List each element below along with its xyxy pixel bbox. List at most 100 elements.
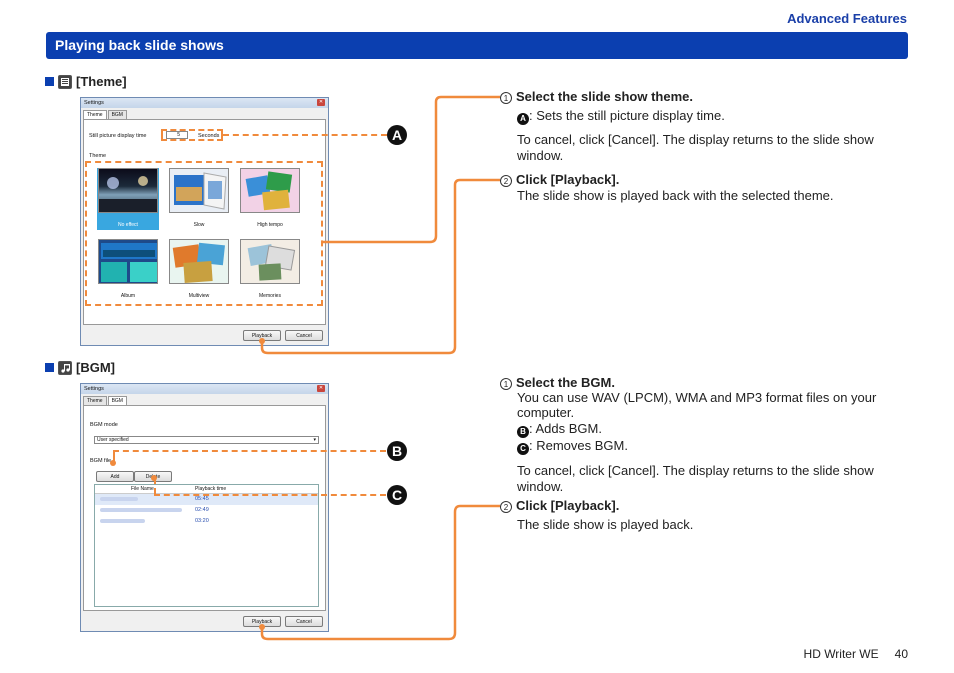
- photo-collage-image: [245, 171, 293, 211]
- bgm-file-label: BGM file: [90, 458, 112, 464]
- marker-b-icon: B: [517, 426, 529, 438]
- add-button[interactable]: Add: [96, 471, 134, 482]
- dialog-titlebar: Settings ✕: [81, 98, 328, 108]
- theme-thumbnail: [169, 168, 229, 213]
- table-row[interactable]: 03:20: [95, 516, 318, 527]
- step-number: 2: [500, 175, 512, 187]
- connector-bgm-step2: [260, 504, 500, 641]
- tab-theme[interactable]: Theme: [83, 396, 107, 405]
- theme-thumbnail: [169, 239, 229, 284]
- tab-bgm[interactable]: BGM: [107, 396, 127, 405]
- step-a-text: : Sets the still picture display time.: [529, 108, 725, 123]
- leader-line-c: [154, 494, 386, 496]
- page-curl-image: [174, 172, 227, 210]
- step-title: Select the slide show theme.: [516, 89, 693, 104]
- theme-name: No effect: [118, 222, 138, 228]
- step-c-text: : Removes BGM.: [529, 438, 628, 453]
- tab-bgm[interactable]: BGM: [107, 110, 127, 119]
- marker-a-icon: A: [517, 113, 529, 125]
- theme-list-highlight: [85, 161, 323, 306]
- step-number: 2: [500, 501, 512, 513]
- page-footer: HD Writer WE 40: [804, 647, 908, 661]
- still-time-stepper[interactable]: 5: [166, 131, 188, 139]
- step-b-text: : Adds BGM.: [529, 421, 602, 436]
- theme-step1: 1 Select the slide show theme. A: Sets th…: [500, 89, 900, 164]
- theme-name: High tempo: [257, 222, 283, 228]
- still-time-value: 5: [177, 132, 180, 138]
- theme-icon: [58, 74, 72, 89]
- theme-album[interactable]: Album: [97, 239, 159, 299]
- blurred-filename: [100, 508, 182, 512]
- bullet-square-icon: [45, 77, 54, 86]
- playback-time: 03:20: [195, 518, 209, 524]
- connector-bgm-dot: [259, 624, 265, 630]
- theme-thumbnail: [98, 239, 158, 284]
- theme-heading-text: [Theme]: [76, 74, 127, 89]
- product-name: HD Writer WE: [803, 647, 879, 661]
- theme-multiview[interactable]: Multiview: [168, 239, 230, 299]
- marker-b-icon: B: [387, 441, 407, 461]
- page-banner: Playing back slide shows: [46, 32, 908, 59]
- fireworks-image: [99, 176, 157, 212]
- dialog-title: Settings: [84, 386, 104, 392]
- playback-time: 02:49: [195, 507, 209, 513]
- theme-heading: [Theme]: [45, 74, 127, 89]
- page-number: 40: [894, 647, 908, 661]
- memories-image: [247, 244, 296, 281]
- seconds-label: Seconds: [198, 133, 220, 139]
- section-label: Advanced Features: [787, 11, 907, 26]
- theme-name: Multiview: [188, 293, 210, 299]
- theme-name: Slow: [193, 222, 205, 228]
- bgm-mode-value: User specified: [97, 437, 129, 443]
- dialog-title: Settings: [84, 100, 104, 106]
- step-title: Click [Playback].: [516, 498, 620, 513]
- step-number: 1: [500, 378, 512, 390]
- cancel-button[interactable]: Cancel: [285, 616, 323, 627]
- step-text: The slide show is played back.: [517, 517, 694, 532]
- step-title: Select the BGM.: [516, 375, 615, 390]
- connector-theme-step2: [260, 178, 500, 355]
- bgm-step1: 1 Select the BGM. You can use WAV (LPCM),…: [500, 375, 900, 495]
- step-text: The slide show is played back with the s…: [517, 188, 834, 203]
- close-icon[interactable]: ✕: [317, 99, 325, 106]
- chevron-down-icon: ▾: [313, 437, 316, 443]
- leader-line-b: [113, 450, 386, 452]
- theme-memories[interactable]: Memories: [239, 239, 301, 299]
- theme-label: Theme: [89, 153, 107, 159]
- marker-c-icon: C: [387, 485, 407, 505]
- dialog-titlebar: Settings ✕: [81, 384, 328, 394]
- table-row[interactable]: 05:45: [95, 494, 318, 505]
- theme-name: Memories: [259, 293, 281, 299]
- bgm-mode-select[interactable]: User specified ▾: [94, 436, 319, 444]
- theme-thumbnail: [98, 168, 158, 213]
- bgm-file-list[interactable]: File Name Playback time 05:45 02:49 03:2…: [94, 484, 319, 607]
- bgm-heading: [BGM]: [45, 360, 115, 375]
- theme-name: Album: [120, 293, 136, 299]
- still-time-label: Still picture display time: [89, 133, 147, 139]
- close-icon[interactable]: ✕: [317, 385, 325, 392]
- theme-high-tempo[interactable]: High tempo: [239, 168, 301, 228]
- add-button-pointer: [110, 460, 116, 466]
- theme-thumbnail: [240, 239, 300, 284]
- album-image: [101, 243, 157, 282]
- theme-no-effect[interactable]: No effect: [97, 168, 159, 230]
- connector-theme-step1: [323, 95, 500, 244]
- step-text: You can use WAV (LPCM), WMA and MP3 form…: [517, 390, 877, 420]
- marker-a-icon: A: [387, 125, 407, 145]
- marker-c-icon: C: [517, 443, 529, 455]
- column-file-name: File Name: [131, 486, 154, 492]
- theme-step2: 2 Click [Playback]. The slide show is pla…: [500, 172, 900, 204]
- leader-line-b-stem: [113, 450, 115, 462]
- theme-panel: Still picture display time 5 Seconds The…: [83, 119, 326, 325]
- cancel-button[interactable]: Cancel: [285, 330, 323, 341]
- leader-line-a: [223, 134, 387, 136]
- blurred-filename: [100, 497, 138, 501]
- blurred-filename: [100, 519, 145, 523]
- tab-theme[interactable]: Theme: [83, 110, 107, 119]
- table-row[interactable]: 02:49: [95, 505, 318, 516]
- step-title: Click [Playback].: [516, 172, 620, 187]
- step-number: 1: [500, 92, 512, 104]
- theme-slow[interactable]: Slow: [168, 168, 230, 228]
- multiview-image: [172, 242, 225, 283]
